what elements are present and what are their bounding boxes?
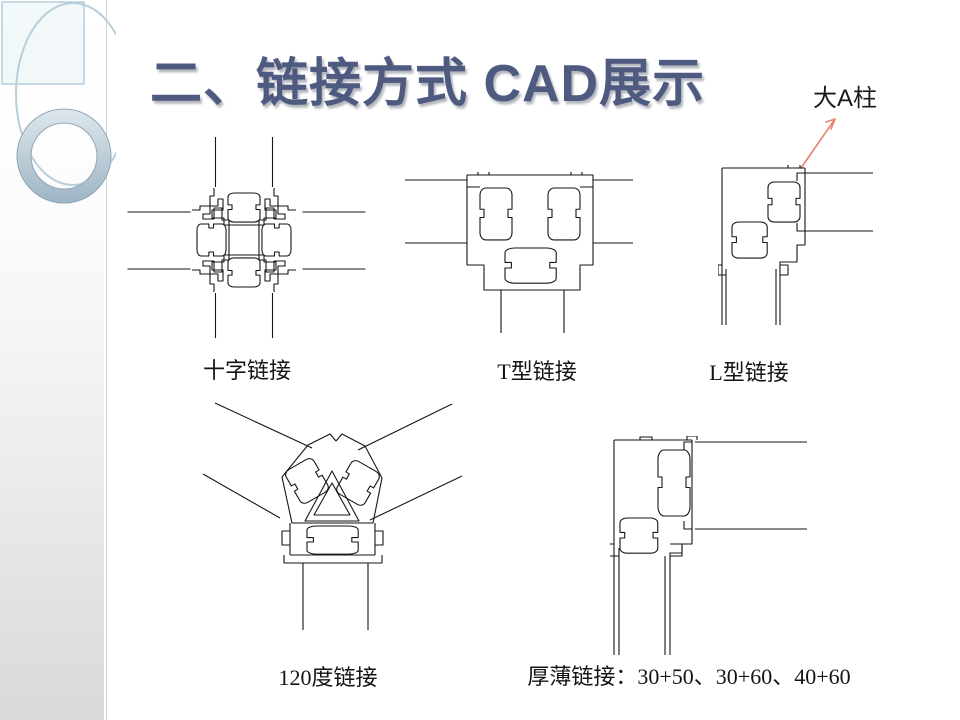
caption-thick-thin: 厚薄链接：30+50、30+60、40+60	[527, 664, 851, 689]
caption-l-type: L型链接	[709, 360, 789, 385]
caption-cross: 十字链接	[202, 358, 292, 383]
callout-label: 大A柱	[813, 85, 878, 112]
caption-t-type: T型链接	[497, 359, 577, 384]
caption-120-degree: 120度链接	[278, 665, 378, 690]
thin-circle-shape	[15, 2, 116, 186]
callout-arrow-icon	[800, 118, 836, 169]
slide-title: 二、链接方式 CAD展示	[150, 55, 706, 113]
figure-thick-thin-joint	[610, 436, 807, 655]
ring-shape	[16, 108, 112, 204]
figure-cross-joint	[127, 137, 366, 338]
figure-120-joint	[202, 402, 463, 630]
figure-t-joint	[405, 172, 633, 333]
corner-square-shape	[1, 1, 85, 85]
figure-l-joint	[718, 165, 873, 325]
sidebar-edge-line	[106, 0, 107, 720]
decorative-circles	[1, 1, 116, 204]
